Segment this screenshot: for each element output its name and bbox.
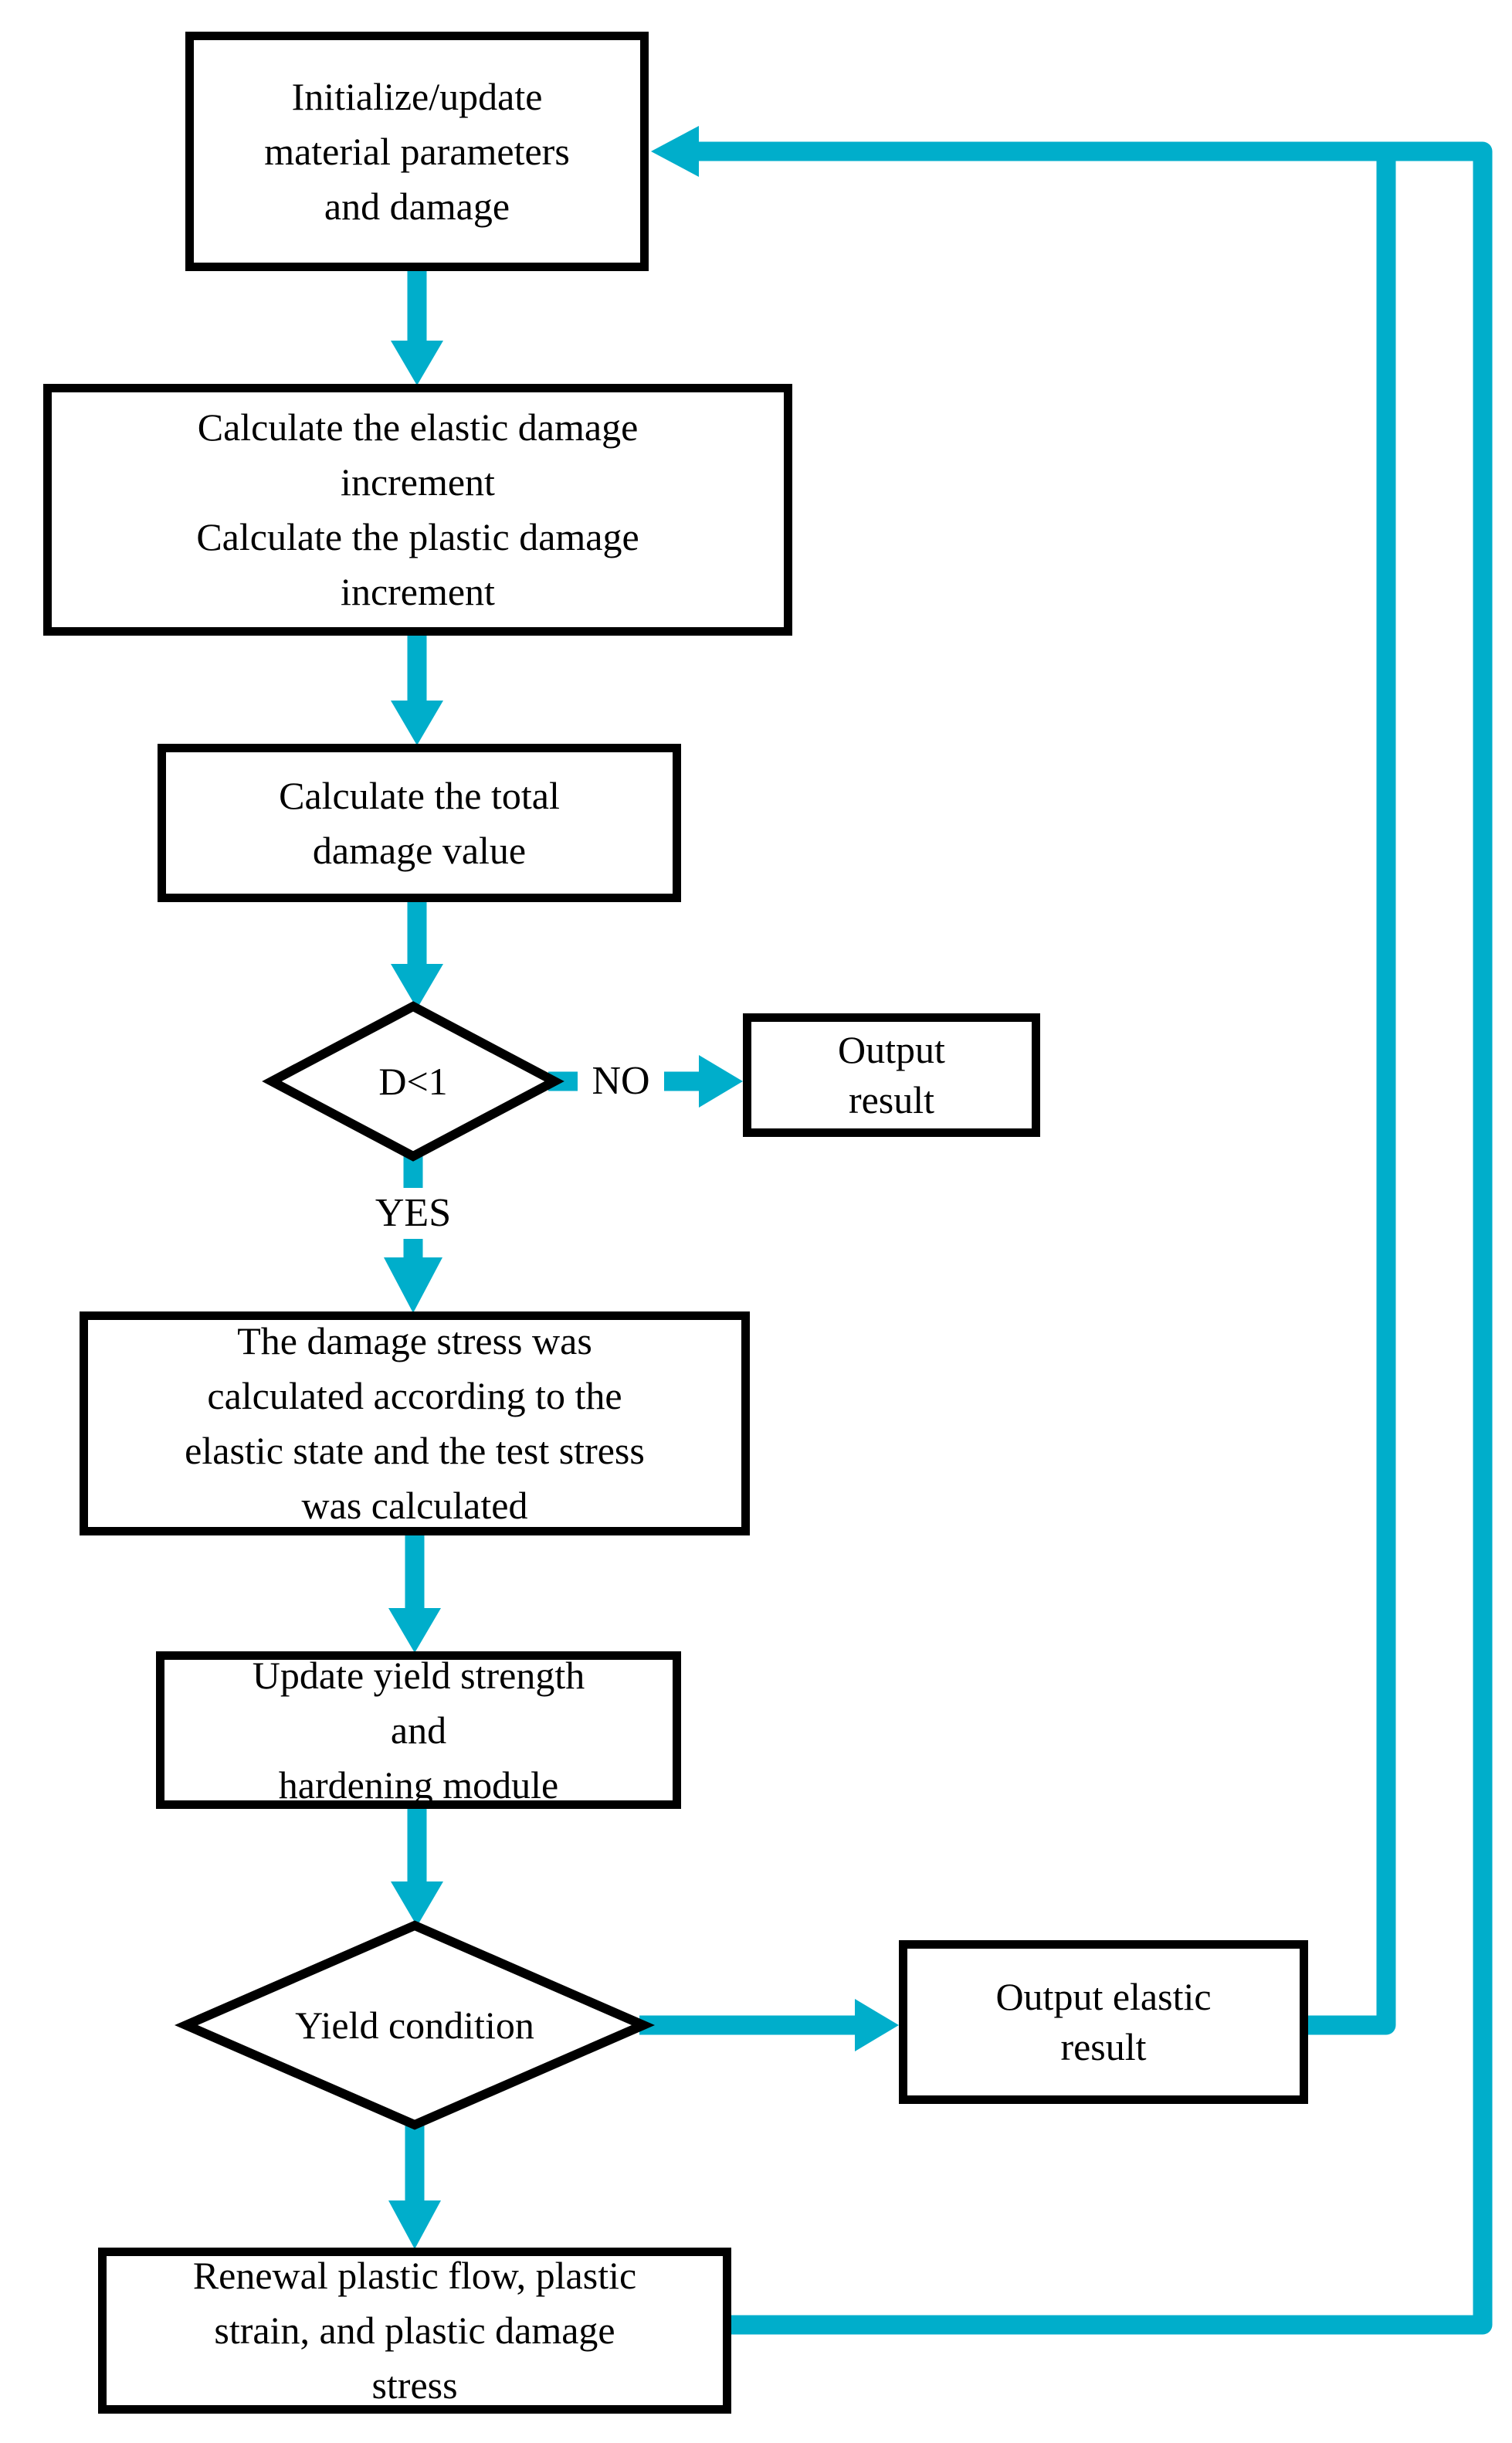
node-update-yield: Update yield strength and hardening modu… [156,1651,681,1809]
arrowhead-initialize-to-increments [391,341,443,385]
decision-yield-label: Yield condition [295,2004,534,2047]
feedback-loop-line [699,141,1493,2335]
node-calc-total-label: Calculate the total damage value [279,773,560,872]
node-calc-increments-label: Calculate the elastic damage increment C… [196,405,639,613]
label-no: NO [578,1049,664,1114]
node-calc-total: Calculate the total damage value [158,744,681,902]
arrowhead-damage-stress-to-update [388,1608,441,1653]
node-output-elastic-label: Output elastic result [995,1975,1212,2068]
node-calc-increments: Calculate the elastic damage increment C… [43,384,792,636]
label-yes: YES [354,1188,473,1239]
arrowhead-yield-to-output-elastic [855,1999,899,2051]
arrowhead-increments-to-total [391,701,443,745]
arrowhead-update-to-decision-yield [391,1881,443,1926]
arrowhead-no-branch [699,1055,743,1108]
node-output-result-label: Output result [838,1028,945,1121]
elastic-feedback-line [1308,154,1396,2035]
node-damage-stress-label: The damage stress was calculated accordi… [185,1319,645,1527]
node-update-yield-label: Update yield strength and hardening modu… [252,1653,585,1807]
node-damage-stress: The damage stress was calculated accordi… [80,1311,750,1535]
node-initialize-label: Initialize/update material parameters an… [264,74,570,228]
decision-yield-diamond [174,1920,656,2130]
node-output-result: Output result [743,1013,1040,1137]
feedback-loop-arrowhead [651,126,699,177]
node-renewal-label: Renewal plastic flow, plastic strain, an… [192,2254,637,2407]
node-renewal: Renewal plastic flow, plastic strain, an… [98,2248,731,2414]
arrowhead-total-to-decision-d [391,964,443,1009]
arrowhead-yes-branch [384,1257,442,1313]
node-output-elastic: Output elastic result [899,1940,1308,2104]
arrowhead-yield-to-renewal [388,2200,441,2249]
decision-d-diamond [262,1001,564,1162]
node-initialize: Initialize/update material parameters an… [185,32,649,271]
decision-d-label: D<1 [378,1060,448,1103]
